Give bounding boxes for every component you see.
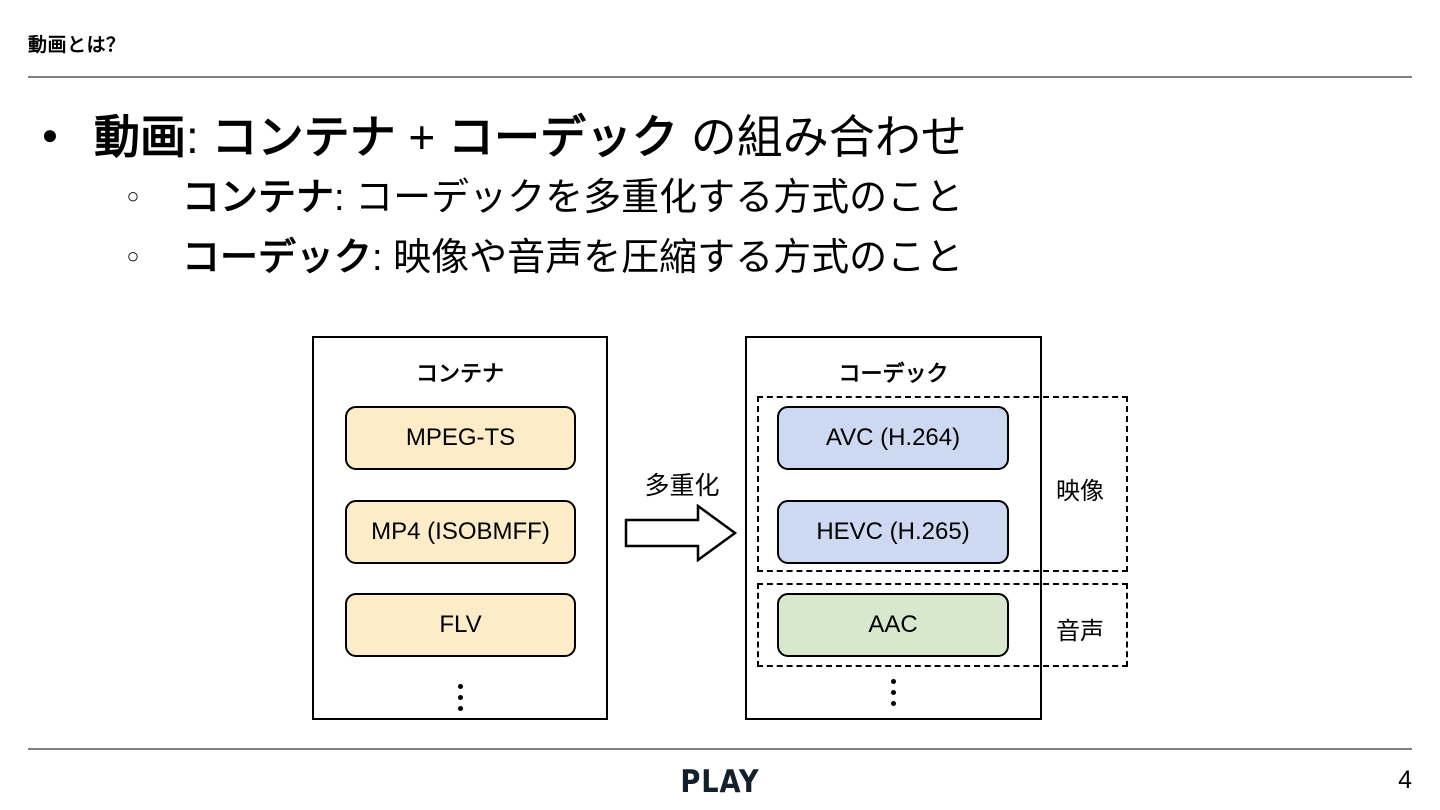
footer-divider [28, 748, 1412, 750]
chip-label: MPEG-TS [405, 424, 516, 451]
codec-chip-aac: AAC [777, 593, 1009, 657]
bullet-level2-item: ○ コーデック: 映像や音声を圧縮する方式のこと [32, 228, 1132, 288]
codec-chip-hevc: HEVC (H.265) [777, 500, 1009, 564]
block-arrow-right-icon [624, 504, 738, 562]
codec-group-video [757, 396, 1128, 572]
container-panel: コンテナ [312, 336, 608, 720]
page-title: 動画とは？ [28, 35, 126, 56]
footer-logo: PLAY [0, 764, 1440, 800]
header-divider [28, 76, 1412, 78]
bullet-segment-text: コンテナ [182, 177, 335, 219]
codec-chip-avc: AVC (H.264) [777, 406, 1009, 470]
codec-more-ellipsis-icon [883, 673, 903, 706]
bullet-segment-text: コーデック [182, 237, 373, 279]
bullet-segment-text: : [186, 111, 212, 163]
filled-disc-bullet-icon: ● [41, 119, 59, 150]
container-chip-flv: FLV [345, 593, 576, 657]
bullet-segment-text: の組み合わせ [678, 111, 967, 163]
bullet-segment-text: : 映像や音声を圧縮する方式のこと [372, 237, 964, 279]
codec-group-audio-label: 音声 [1056, 618, 1104, 645]
bullet-list: ● 動画: コンテナ + コーデック の組み合わせ ○ コンテナ: コーデックを… [32, 106, 1132, 288]
codec-panel: コーデック [745, 336, 1042, 720]
bullet-segment-text: コーデック [448, 111, 678, 163]
container-panel-title: コンテナ [415, 361, 504, 386]
chip-label: AVC (H.264) [825, 424, 961, 451]
bullet-segment-text: : コーデックを多重化する方式のこと [334, 177, 964, 219]
hollow-circle-bullet-icon: ○ [126, 185, 140, 208]
codec-group-audio [757, 583, 1128, 667]
play-logo-text: PLAY [680, 764, 760, 800]
bullet-level1-item: ● 動画: コンテナ + コーデック の組み合わせ [32, 106, 1132, 168]
chip-label: FLV [439, 611, 482, 638]
bullet-segment-text: 動画 [94, 111, 186, 163]
container-chip-mpeg-ts: MPEG-TS [345, 406, 576, 470]
bullet-segment-text: + [395, 111, 448, 163]
container-chip-mp4: MP4 (ISOBMFF) [345, 500, 576, 564]
bullet-segment-text: コンテナ [211, 111, 396, 163]
bullet-level2-item: ○ コンテナ: コーデックを多重化する方式のこと [32, 168, 1132, 228]
chip-label: AAC [868, 611, 918, 638]
codec-panel-title: コーデック [838, 361, 949, 386]
multiplex-label: 多重化 [644, 472, 720, 500]
hollow-circle-bullet-icon: ○ [126, 245, 140, 268]
page-number: 4 [1398, 766, 1412, 794]
chip-label: MP4 (ISOBMFF) [371, 518, 550, 545]
container-more-ellipsis-icon [450, 678, 470, 711]
chip-label: HEVC (H.265) [816, 518, 970, 545]
codec-group-video-label: 映像 [1056, 478, 1104, 505]
